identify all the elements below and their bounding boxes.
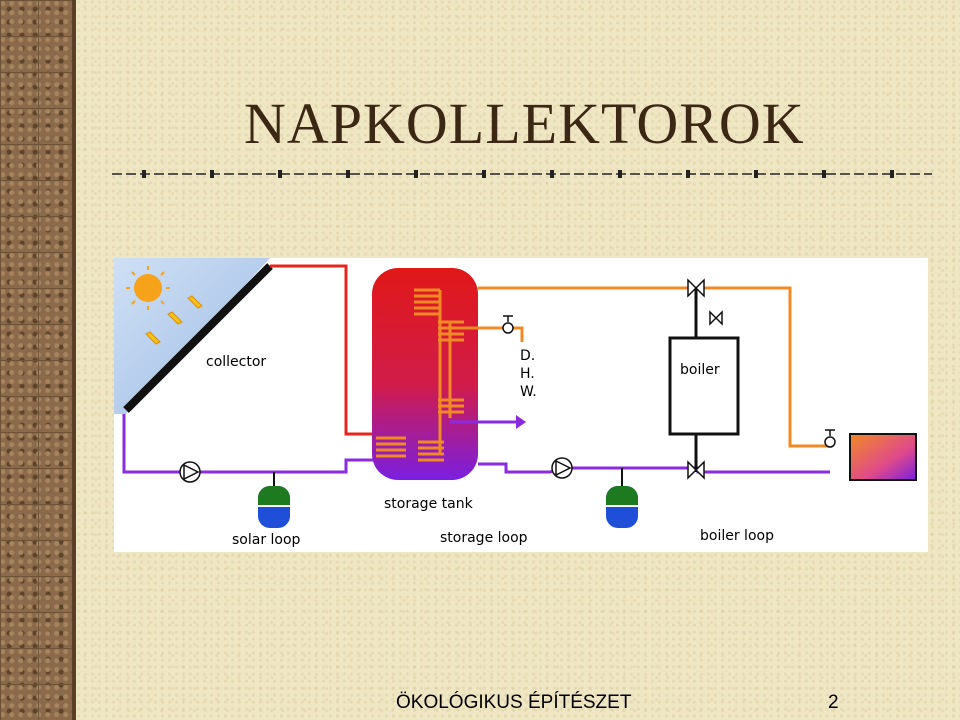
footer-text: ÖKOLÓGIKUS ÉPÍTÉSZET [396,692,632,713]
storage-pump-icon [551,457,573,479]
collector-label: collector [206,354,266,370]
sun-icon [126,266,170,310]
slide-title: NAPKOLLEKTOROK [244,91,805,156]
sidebar-edge [72,0,76,720]
boiler-bottom-valve-icon [687,460,705,480]
boiler-top-valve-icon [687,278,705,298]
page-number: 2 [828,692,839,713]
dhw-label-h: H. [520,366,535,382]
solar-heating-diagram: collector storage tank D. H. W. boiler [114,258,928,552]
sun-rays-icon [145,295,203,345]
dhw-hot-pipe [464,326,524,342]
solar-cold-pipe [122,414,414,474]
collector-absorber [123,263,273,413]
storage-loop-label: storage loop [440,530,528,546]
solar-hot-pipe [270,264,376,436]
dhw-valve-icon [502,315,514,334]
solar-loop-label: solar loop [232,532,301,548]
dhw-label-w: W. [520,384,537,400]
solar-pump-icon [179,461,201,483]
storage-loop-pipe [478,462,698,474]
boiler-safety-valve-icon [709,310,723,326]
decorative-sidebar [0,0,76,720]
title-divider [112,170,932,178]
heater-valve-icon [824,429,836,448]
storage-expansion-vessel-icon [606,468,638,528]
dhw-cold-inlet-icon [516,415,526,429]
boiler-loop-label: boiler loop [700,528,774,544]
boiler [668,336,740,436]
dhw-label-d: D. [520,348,535,364]
boiler-supply-pipe [478,286,830,448]
heat-emitter [849,433,917,481]
storage-tank-label: storage tank [384,496,474,512]
boiler-label: boiler [680,362,720,378]
boiler-return-pipe [696,468,830,474]
solar-expansion-vessel-icon [258,472,290,528]
